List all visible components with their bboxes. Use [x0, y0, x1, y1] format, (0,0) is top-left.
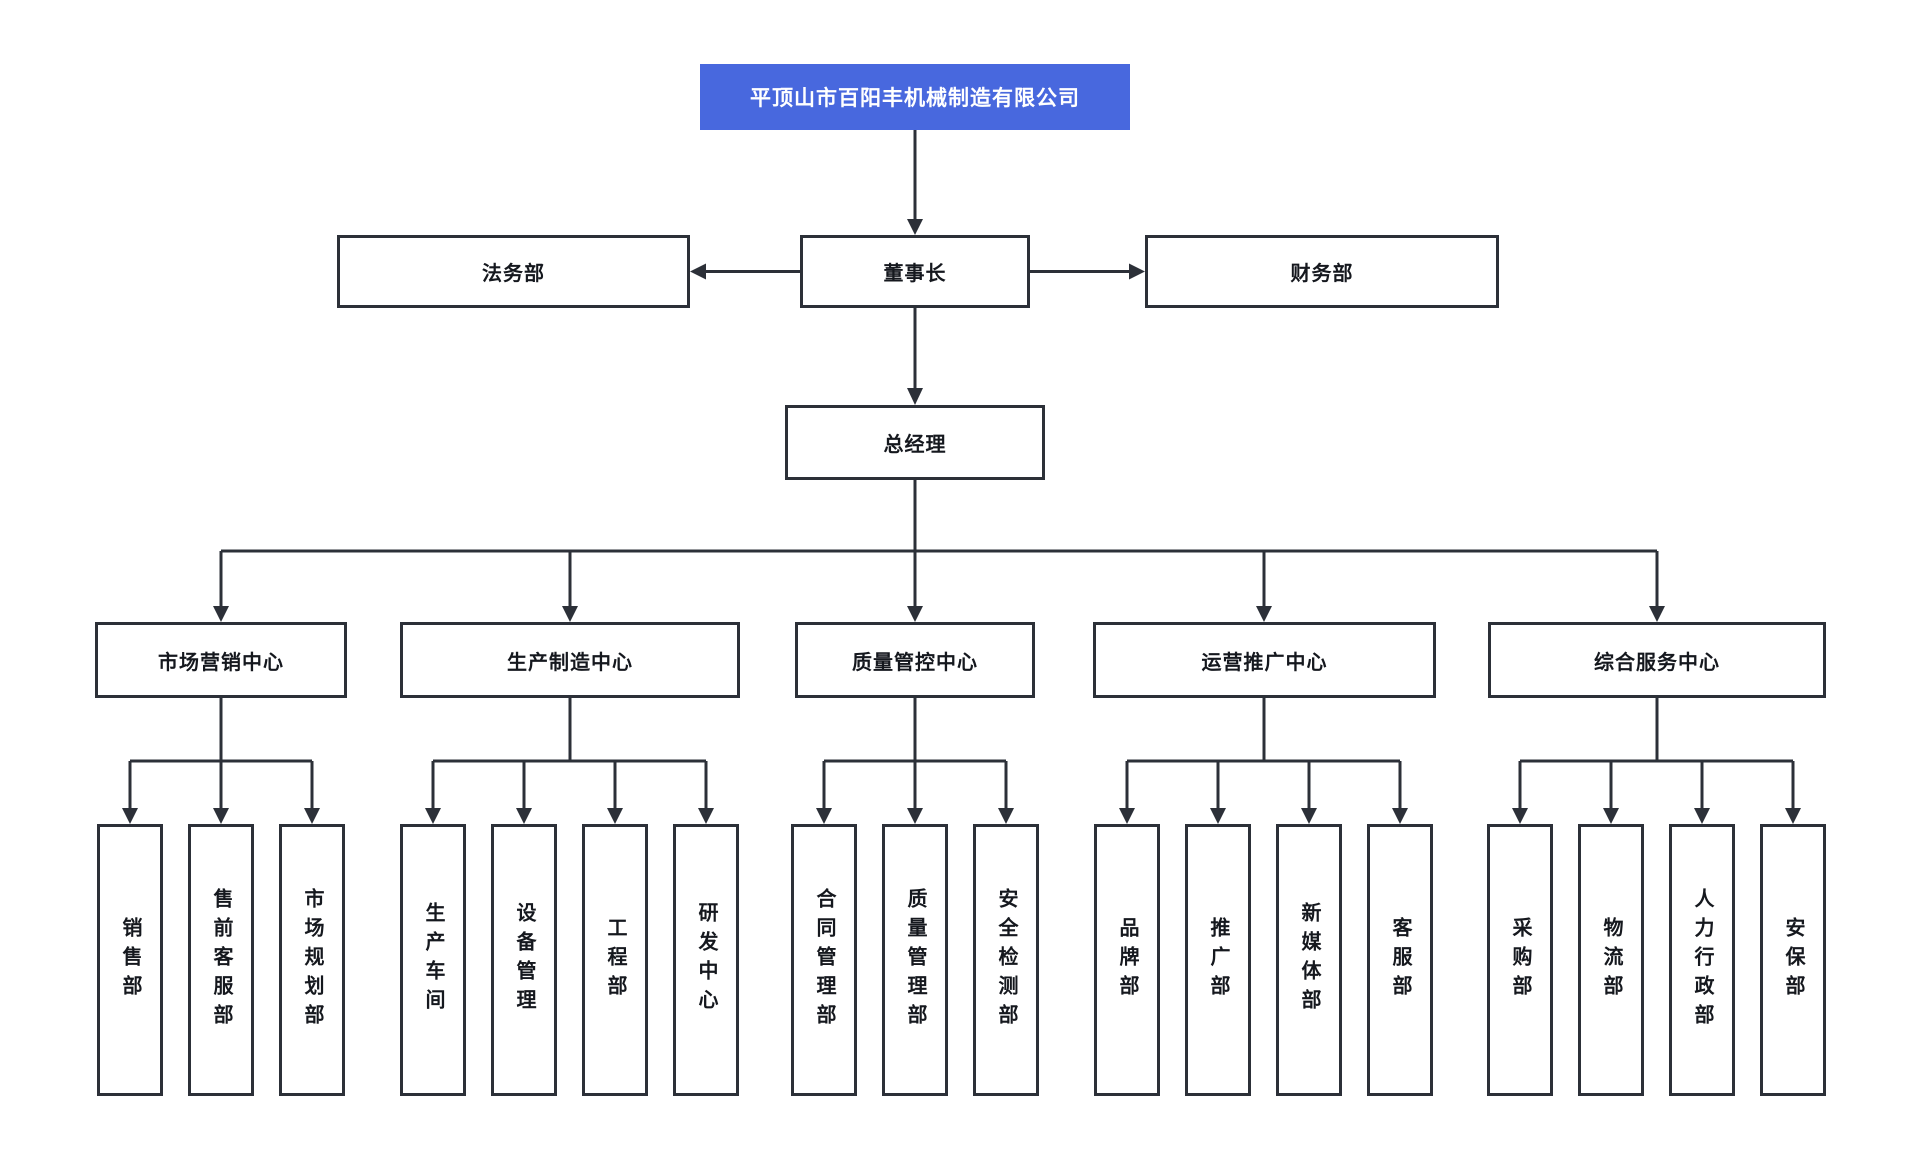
arrowhead-production	[562, 606, 578, 622]
arrowhead-g1-c2	[213, 808, 229, 824]
arrowhead-g4-c2	[1210, 808, 1226, 824]
arrowhead-quality	[907, 606, 923, 622]
node-security-dept: 安保部	[1760, 824, 1826, 1096]
node-new-media-dept: 新媒体部	[1276, 824, 1342, 1096]
arrowhead-g5-c4	[1785, 808, 1801, 824]
node-promotion-dept: 推广部	[1185, 824, 1251, 1096]
arrowhead-g4-c3	[1301, 808, 1317, 824]
arrowhead-g1-c3	[304, 808, 320, 824]
node-general-manager: 总经理	[785, 405, 1045, 480]
node-engineering-dept: 工程部	[582, 824, 648, 1096]
arrowhead-finance	[1129, 263, 1145, 280]
node-brand-dept: 品牌部	[1094, 824, 1160, 1096]
arrowhead-g4-c4	[1392, 808, 1408, 824]
arrowhead-chairman	[907, 219, 923, 235]
node-operations-center: 运营推广中心	[1093, 622, 1436, 698]
arrowhead-marketing	[213, 606, 229, 622]
arrowhead-g5-c3	[1694, 808, 1710, 824]
node-presales-service-dept: 售前客服部	[188, 824, 254, 1096]
node-equipment-management: 设备管理	[491, 824, 557, 1096]
arrowhead-g5-c1	[1512, 808, 1528, 824]
node-company: 平顶山市百阳丰机械制造有限公司	[700, 64, 1130, 130]
arrowhead-g3-c2	[907, 808, 923, 824]
node-production-workshop: 生产车间	[400, 824, 466, 1096]
node-finance-dept: 财务部	[1145, 235, 1499, 308]
arrowhead-g5-c2	[1603, 808, 1619, 824]
node-chairman: 董事长	[800, 235, 1030, 308]
arrowhead-g2-c1	[425, 808, 441, 824]
node-procurement-dept: 采购部	[1487, 824, 1553, 1096]
arrowhead-services	[1649, 606, 1665, 622]
arrowhead-g1-c1	[122, 808, 138, 824]
arrowhead-g4-c1	[1119, 808, 1135, 824]
arrowhead-g2-c2	[516, 808, 532, 824]
arrowhead-g2-c4	[698, 808, 714, 824]
arrowhead-g3-c3	[998, 808, 1014, 824]
node-legal-dept: 法务部	[337, 235, 690, 308]
node-logistics-dept: 物流部	[1578, 824, 1644, 1096]
arrowhead-g3-c1	[816, 808, 832, 824]
node-contract-management-dept: 合同管理部	[791, 824, 857, 1096]
node-production-center: 生产制造中心	[400, 622, 740, 698]
node-market-planning-dept: 市场规划部	[279, 824, 345, 1096]
arrowhead-gm	[907, 388, 923, 405]
node-rnd-center: 研发中心	[673, 824, 739, 1096]
node-marketing-center: 市场营销中心	[95, 622, 347, 698]
node-customer-service-dept: 客服部	[1367, 824, 1433, 1096]
arrowhead-g2-c3	[607, 808, 623, 824]
node-sales-dept: 销售部	[97, 824, 163, 1096]
arrowhead-operations	[1256, 606, 1272, 622]
node-hr-admin-dept: 人力行政部	[1669, 824, 1735, 1096]
node-quality-management-dept: 质量管理部	[882, 824, 948, 1096]
arrowhead-legal	[690, 263, 706, 280]
node-services-center: 综合服务中心	[1488, 622, 1826, 698]
node-safety-inspection-dept: 安全检测部	[973, 824, 1039, 1096]
node-quality-center: 质量管控中心	[795, 622, 1035, 698]
